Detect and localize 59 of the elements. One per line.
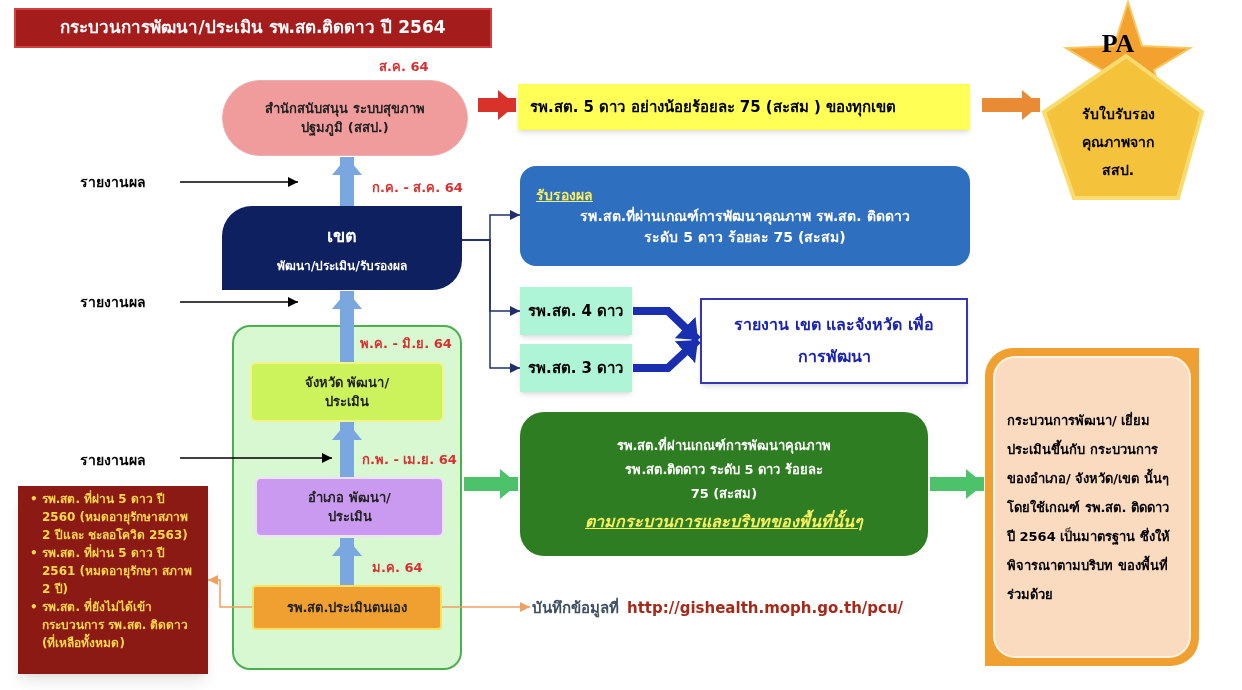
note-box — [18, 486, 208, 674]
block-arrow — [982, 90, 1040, 120]
arrow — [461, 239, 521, 373]
node-subtitle: พัฒนา/ประเมิน/รับรองผล — [277, 257, 407, 275]
block-arrow — [332, 422, 362, 477]
process-box — [255, 477, 444, 537]
node-text: รายงานผล — [80, 292, 146, 312]
block-arrow — [633, 337, 701, 372]
arrow — [179, 297, 299, 307]
arrow — [179, 177, 299, 187]
block-arrow — [478, 90, 516, 120]
level-box — [520, 344, 632, 392]
node-body: รพ.สต.ที่ผ่านเกณฑ์การพัฒนาคุณภาพ รพ.สต. ติดดาว ระดับ 5 ดาว ร้อยละ 75 (สะสม) — [579, 205, 911, 247]
arrow — [441, 602, 531, 612]
node-body: รพ.สต.ที่ผ่านเกณฑ์การพัฒนาคุณภาพ รพ.สต.ติดดาว ระดับ 5 ดาว ร้อยละ 75 (สะสม) — [615, 435, 833, 503]
block-arrow — [930, 469, 984, 499]
node-text: อำเภอ พัฒนา/ประเมิน — [307, 488, 392, 526]
result-box — [520, 166, 970, 266]
url-link: http://gishealth.moph.go.th/pcu/ — [627, 597, 904, 619]
certificate-text: รับใบรับรองคุณภาพจาก สสป. — [1080, 104, 1156, 180]
block-arrow — [332, 291, 362, 362]
node-heading: เขต — [327, 223, 357, 248]
bullet-item: • รพ.สต. ที่ผ่าน 5 ดาว ปี 2561 (หมดอายุรักษา สภาพ 2 ปี) — [30, 544, 194, 598]
node-heading: รับรองผล — [536, 185, 594, 205]
block-arrow — [633, 307, 701, 343]
arrow — [179, 453, 333, 463]
node-text: รพ.สต.ประเมินตนเอง — [286, 598, 408, 617]
pa-text: PA — [1100, 28, 1136, 60]
node-emphasis: ตามกระบวนการและบริบทของพื้นที่นั้นๆ — [585, 510, 863, 534]
level-box — [520, 287, 632, 335]
result-box — [520, 412, 928, 556]
result-box — [518, 84, 970, 130]
process-box — [222, 206, 462, 290]
date-label: ก.พ. - เม.ย. 64 — [362, 451, 457, 469]
date-label: ก.ค. - ส.ค. 64 — [372, 179, 463, 197]
process-box — [250, 362, 444, 422]
node-text: รพ.สต. 5 ดาว อย่างน้อยร้อยละ 75 (สะสม ) ของทุกเขต — [530, 96, 896, 119]
node-text: สำนักสนับสนุน ระบบสุขภาพปฐมภูมิ (สสป.) — [264, 99, 426, 138]
block-arrow — [464, 469, 518, 499]
note-text: กระบวนการพัฒนา/ เยี่ยมประเมินขึ้นกับ กระบวนการของอำเภอ/ จังหวัด/เขต นั้นๆ โดยใช้เกณฑ์ รพ.สต. ติดดาว ปี 2564 เป็นมาตรฐาน ซึ่งให้ พิจารณาตามบริบท ของพื้นที่ร่วมด้วย — [1007, 410, 1171, 604]
date-label: ส.ค. 64 — [379, 58, 429, 76]
bullet-item: • รพ.สต. ที่ยังไม่ได้เข้า กระบวนการ รพ.สต. ติดดาว (ที่เหลือทั้งหมด) — [30, 598, 190, 652]
process-box — [252, 585, 442, 630]
report-box — [700, 298, 968, 384]
block-arrow — [332, 157, 362, 206]
date-label: พ.ค. - มิ.ย. 64 — [360, 335, 452, 353]
group-container — [232, 325, 462, 670]
arrow — [207, 575, 253, 608]
block-arrow — [332, 538, 362, 585]
record-label: บันทึกข้อมูลที่ — [532, 596, 619, 620]
date-label: ม.ค. 64 — [372, 559, 423, 577]
bullet-item: • รพ.สต. ที่ผ่าน 5 ดาว ปี 2560 (หมดอายุรักษาสภาพ 2 ปีและ ชะลอโควิด 2563) — [30, 490, 190, 544]
node-text: รายงานผล — [80, 450, 146, 470]
node-text: จังหวัด พัฒนา/ประเมิน — [303, 373, 391, 411]
node-text: รพ.สต. 4 ดาว — [528, 300, 624, 322]
node-text: รพ.สต. 3 ดาว — [528, 357, 624, 379]
node-text: รายงานผล — [80, 172, 146, 192]
node-text: รายงาน เขต และจังหวัด เพื่อการพัฒนา — [734, 312, 934, 368]
title-banner: กระบวนการพัฒนา/ประเมิน รพ.สต.ติดดาว ปี 2564 — [14, 8, 492, 48]
